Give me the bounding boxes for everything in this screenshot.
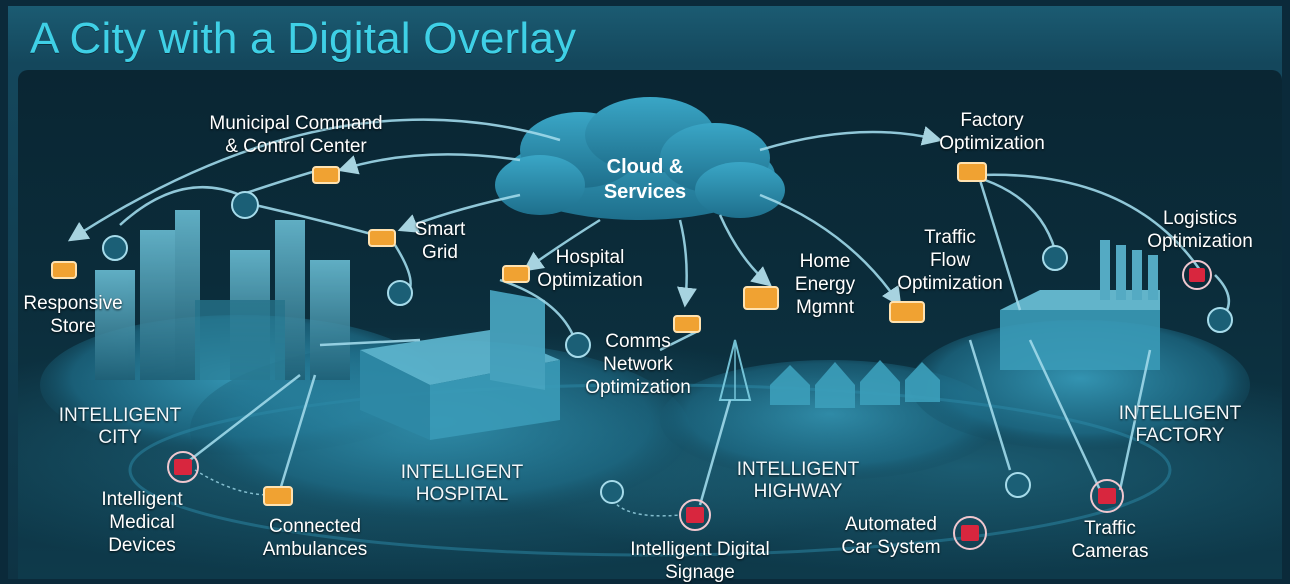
label-traffic-flow: Traffic Flow Optimization (880, 226, 1020, 295)
label-line: Intelligent (101, 489, 183, 510)
label-line: Signage (665, 562, 735, 583)
label-line: Store (50, 316, 96, 337)
zone-intelligent-highway: INTELLIGENT HIGHWAY (718, 459, 878, 503)
label-home-energy: Home Energy Mgmnt (780, 250, 870, 319)
label-line: Traffic (1084, 518, 1136, 539)
label-municipal-command: Municipal Command & Control Center (186, 112, 406, 158)
service-node-icon (502, 265, 530, 283)
network-hubs (102, 191, 1233, 504)
city-buildings (95, 210, 350, 380)
zone-line: INTELLIGENT (1118, 403, 1242, 424)
label-line: Grid (422, 242, 458, 263)
label-line: Cameras (1071, 541, 1149, 562)
label-line: Energy (794, 274, 856, 295)
label-logistics-optimization: Logistics Optimization (1130, 207, 1270, 253)
label-comms-network: Comms Network Optimization (568, 330, 708, 399)
service-node-icon (743, 286, 779, 310)
zone-line: INTELLIGENT (58, 405, 182, 426)
service-node-icon (263, 486, 293, 506)
highway-houses (718, 339, 940, 408)
label-line: Automated (845, 514, 937, 535)
device-node-icons (167, 260, 1212, 550)
label-line: Optimization (1147, 231, 1253, 252)
zone-line: HOSPITAL (415, 484, 509, 505)
label-line: Responsive (23, 293, 123, 314)
label-line: Optimization (939, 133, 1045, 154)
label-line: & Control Center (225, 136, 367, 157)
device-node-icon (953, 516, 987, 550)
factory-building (1000, 240, 1160, 370)
zone-line: HIGHWAY (753, 481, 843, 502)
label-smart-grid: Smart Grid (405, 218, 475, 264)
connection-arrows (67, 118, 1230, 506)
label-traffic-cameras: Traffic Cameras (1060, 517, 1160, 563)
device-node-icon (1090, 479, 1124, 513)
label-line: Car System (841, 537, 941, 558)
label-line: Medical (109, 512, 175, 533)
label-line: Mgmnt (795, 297, 855, 318)
label-line: Ambulances (262, 539, 368, 560)
service-node-icon (889, 301, 925, 323)
zone-intelligent-city: INTELLIGENT CITY (50, 405, 190, 449)
label-factory-optimization: Factory Optimization (922, 109, 1062, 155)
device-node-icon (167, 451, 199, 483)
cloud-line-1: Cloud & (606, 156, 684, 178)
label-line: Devices (108, 535, 176, 556)
slide-title: A City with a Digital Overlay (30, 14, 577, 63)
label-line: Intelligent Digital (630, 539, 770, 560)
label-line: Municipal Command (209, 113, 383, 134)
service-node-icon (368, 229, 396, 247)
cloud-services-label: Cloud & Services (590, 155, 700, 205)
label-line: Network (603, 354, 673, 375)
hospital-building (360, 290, 560, 440)
label-responsive-store: Responsive Store (18, 292, 128, 338)
label-line: Factory (960, 110, 1024, 131)
service-node-icon (957, 162, 987, 182)
label-line: Optimization (585, 377, 691, 398)
dotted-links (194, 469, 681, 517)
zone-line: CITY (98, 427, 142, 448)
label-line: Logistics (1163, 208, 1237, 229)
zone-line: INTELLIGENT (400, 462, 524, 483)
label-automated-car-system: Automated Car System (826, 513, 956, 559)
zone-line: INTELLIGENT (736, 459, 860, 480)
cloud-shape (495, 97, 785, 220)
label-medical-devices: Intelligent Medical Devices (82, 488, 202, 557)
device-node-icon (679, 499, 711, 531)
label-line: Comms (605, 331, 671, 352)
label-line: Optimization (537, 270, 643, 291)
label-line: Home (799, 251, 851, 272)
service-node-icon (673, 315, 701, 333)
label-line: Smart (414, 219, 466, 240)
service-node-icon (312, 166, 340, 184)
label-line: Traffic (924, 227, 976, 248)
zone-intelligent-factory: INTELLIGENT FACTORY (1100, 403, 1260, 447)
label-line: Connected (269, 516, 361, 537)
label-hospital-optimization: Hospital Optimization (520, 246, 660, 292)
device-node-icon (1182, 260, 1212, 290)
service-node-icons (51, 162, 987, 506)
label-line: Flow (929, 250, 971, 271)
label-line: Hospital (555, 247, 625, 268)
service-node-icon (51, 261, 77, 279)
cloud-line-2: Services (603, 181, 687, 203)
ground-ring (128, 383, 1172, 557)
zone-intelligent-hospital: INTELLIGENT HOSPITAL (382, 462, 542, 506)
label-digital-signage: Intelligent Digital Signage (600, 538, 800, 584)
label-connected-ambulances: Connected Ambulances (240, 515, 390, 561)
label-line: Optimization (897, 273, 1003, 294)
zone-line: FACTORY (1135, 425, 1225, 446)
